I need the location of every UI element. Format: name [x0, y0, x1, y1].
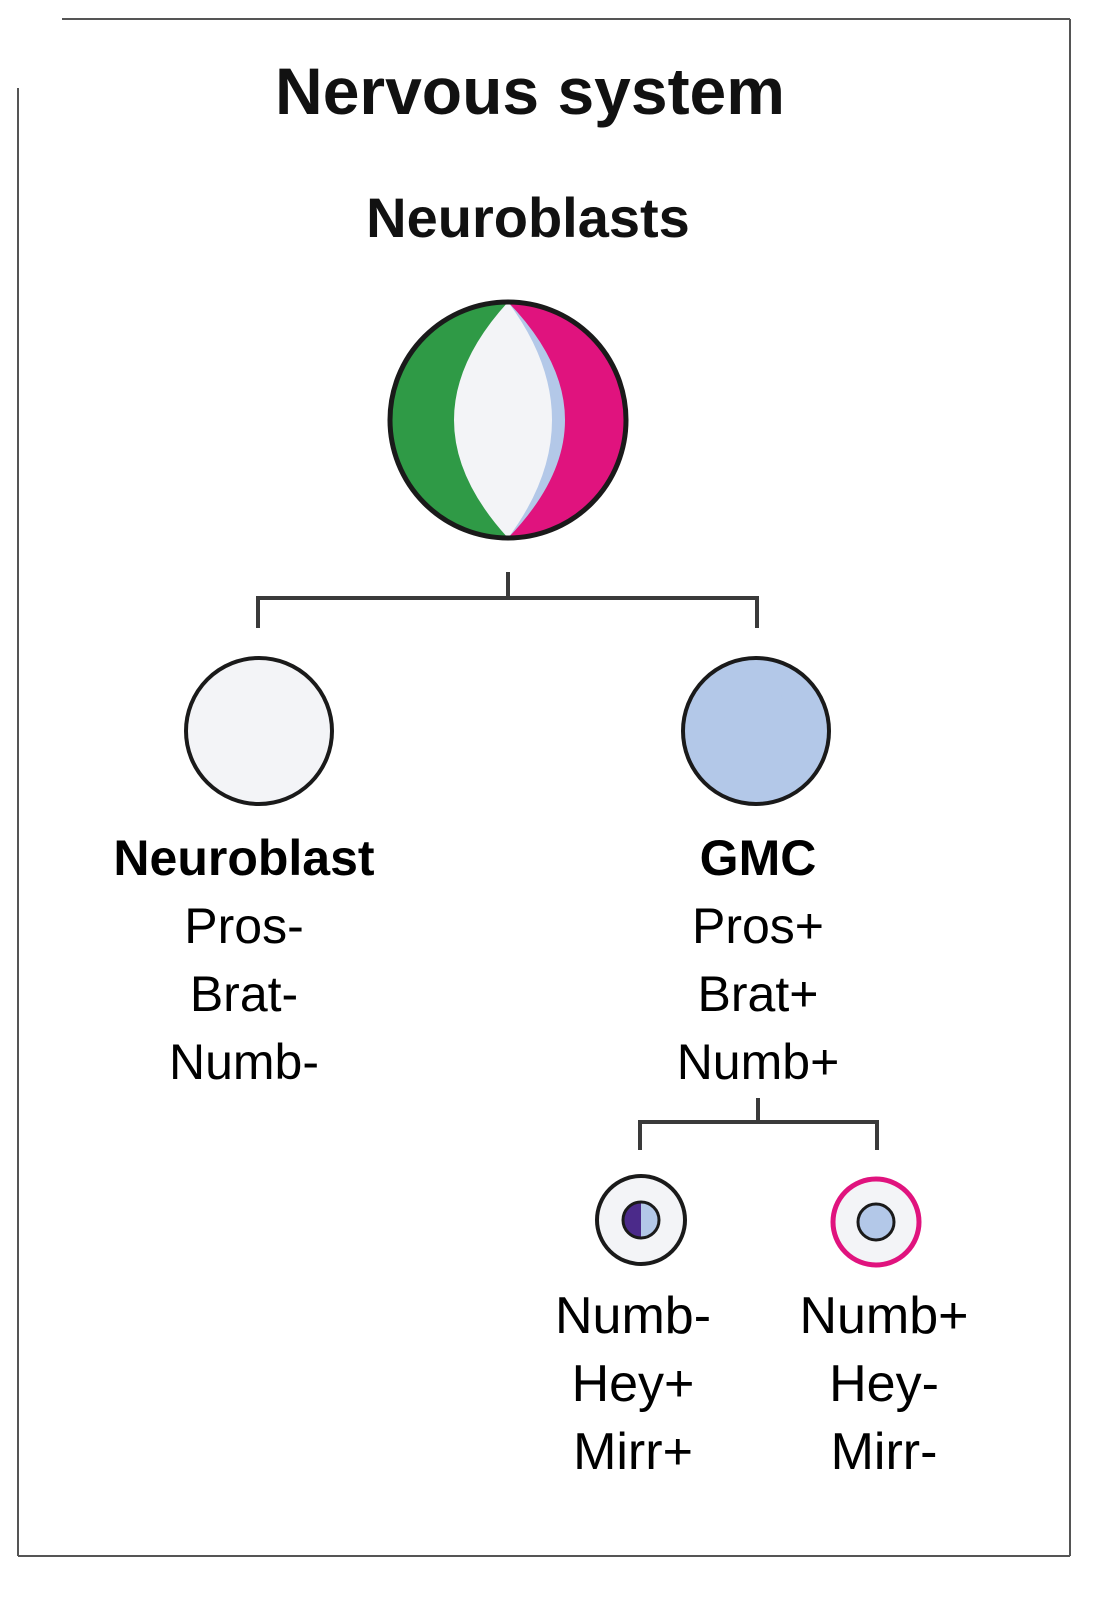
- green-crescent: [390, 302, 508, 538]
- neuron-daughter-right: [830, 1176, 922, 1268]
- gmc-cell: [681, 656, 831, 806]
- daughter-right-label-group: Numb+ Hey- Mirr-: [754, 1282, 1014, 1486]
- nucleus-purple-half: [623, 1202, 641, 1238]
- daughter-right-marker-hey: Hey-: [829, 1355, 939, 1413]
- gmc-marker-brat: Brat+: [697, 966, 819, 1022]
- magenta-crescent: [508, 302, 626, 538]
- neuroblast-label-group: Neuroblast Pros- Brat- Numb-: [64, 824, 424, 1096]
- gmc-label-group: GMC Pros+ Brat+ Numb+: [578, 824, 938, 1096]
- neuroblast-parent-cell: [387, 299, 629, 541]
- daughter-left-label-group: Numb- Hey+ Mirr+: [503, 1282, 763, 1486]
- daughter-left-marker-hey: Hey+: [571, 1355, 695, 1413]
- daughter-right-marker-numb: Numb+: [799, 1287, 969, 1345]
- daughter-left-marker-numb: Numb-: [554, 1287, 712, 1345]
- gmc-name: GMC: [699, 830, 817, 886]
- neuroblast-marker-pros: Pros-: [184, 898, 304, 954]
- second-division-connector: [638, 1098, 879, 1150]
- nucleus-light-blue-right: [856, 1202, 896, 1242]
- neuron-daughter-left: [595, 1174, 687, 1266]
- neuroblast-name: Neuroblast: [113, 830, 375, 886]
- first-division-connector: [256, 572, 759, 628]
- neuroblast-marker-numb: Numb-: [168, 1034, 320, 1090]
- diagram-title: Nervous system: [275, 54, 785, 128]
- neuroblast-cell: [184, 656, 334, 806]
- daughter-left-marker-mirr: Mirr+: [573, 1423, 693, 1481]
- neuroblast-marker-brat: Brat-: [189, 966, 299, 1022]
- gmc-marker-pros: Pros+: [691, 898, 824, 954]
- gmc-marker-numb: Numb+: [676, 1034, 840, 1090]
- diagram-subtitle: Neuroblasts: [366, 186, 690, 249]
- daughter-right-marker-mirr: Mirr-: [830, 1423, 938, 1481]
